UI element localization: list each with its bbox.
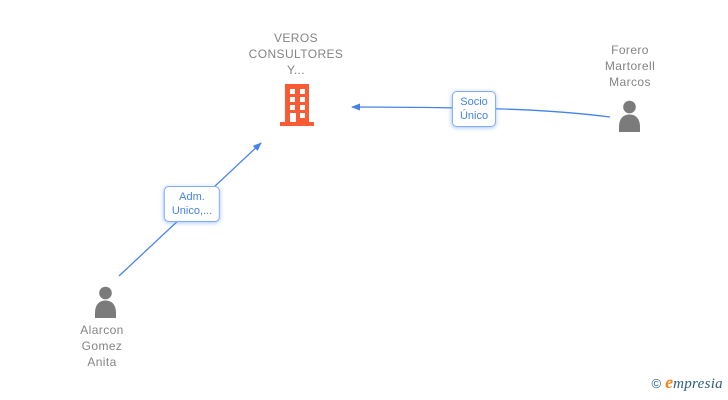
person-name-line: Alarcon [80,323,124,337]
person-name-line: Marcos [609,75,651,89]
building-icon[interactable] [280,84,314,126]
edge-label-line: Socio [460,96,488,108]
empresia-logo: © e mpresia [652,372,723,393]
company-name-line: VEROS [273,31,318,45]
person-name-line: Gomez [81,339,123,353]
person-icon-forero[interactable] [616,100,643,132]
person-name-forero[interactable]: Forero Martorell Marcos [560,42,700,90]
person-name-line: Martorell [604,59,656,73]
edge-label-line: Adm. [179,191,205,203]
company-name-line: Y... [286,63,306,77]
company-name-line: CONSULTORES [248,47,344,61]
person-name-line: Forero [611,43,649,57]
person-icon-alarcon[interactable] [92,286,119,318]
edge-label-line: Unico,... [171,205,213,217]
edge-label-socio-unico[interactable]: Socio Único [451,91,497,127]
brand-initial: e [665,372,674,392]
company-name[interactable]: VEROS CONSULTORES Y... [226,30,366,78]
person-name-line: Anita [87,355,117,369]
edge-label-line: Único [459,110,489,122]
brand-text: mpresia [673,376,723,392]
person-name-alarcon[interactable]: Alarcon Gomez Anita [32,322,172,370]
copyright-icon: © [651,376,662,391]
edge-socio-unico [351,103,611,118]
edge-label-adm-unico[interactable]: Adm. Unico,... [163,186,221,222]
